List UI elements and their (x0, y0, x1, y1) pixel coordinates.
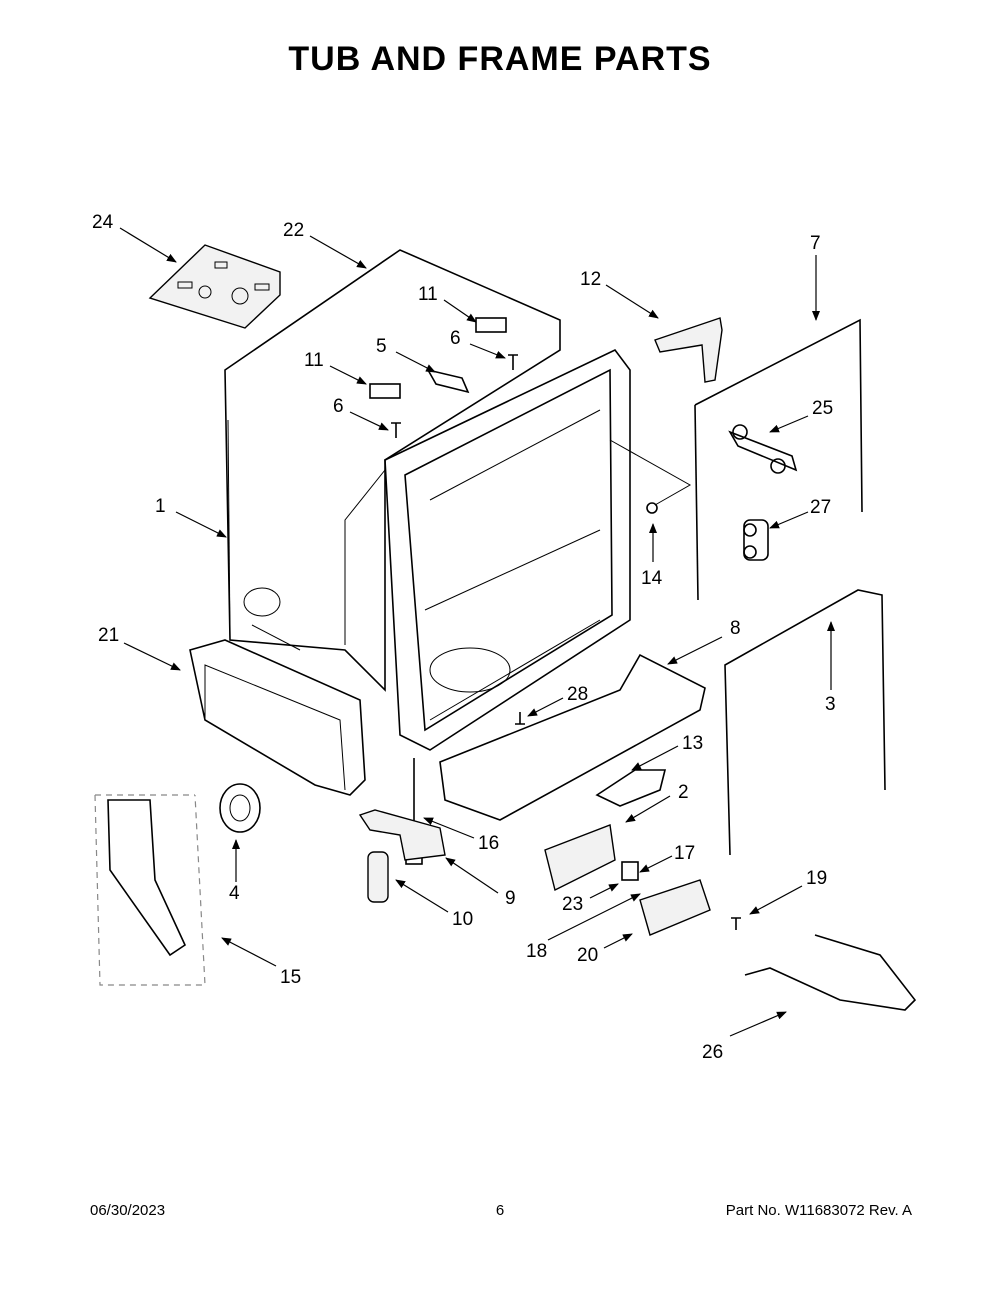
side-panel (94, 794, 206, 986)
callout-24: 24 (92, 212, 114, 233)
callout-6-lower: 6 (333, 396, 344, 417)
callout-2: 2 (678, 782, 689, 803)
callout-4: 4 (229, 883, 240, 904)
callout-11-lower: 11 (304, 350, 324, 371)
callout-14: 14 (641, 568, 663, 589)
callout-11-upper: 11 (418, 284, 438, 305)
callout-19: 19 (806, 868, 827, 889)
callout-6-upper: 6 (450, 328, 461, 349)
leader-arrows (119, 227, 835, 1037)
door-gasket (694, 318, 863, 513)
rack-roller-assembly (728, 424, 798, 474)
plug-wire (609, 439, 692, 506)
rack-roller (743, 519, 769, 561)
base (439, 653, 706, 821)
hose-cylinder (367, 851, 389, 903)
callout-15: 15 (280, 967, 301, 988)
footer-part-number: Part No. W11683072 Rev. A (725, 1202, 912, 1219)
hinge-bracket (426, 368, 470, 394)
callout-5: 5 (376, 336, 387, 357)
screw-19 (731, 917, 741, 930)
callout-27: 27 (810, 497, 831, 518)
callout-17: 17 (674, 843, 695, 864)
plug (646, 502, 658, 514)
pump-impeller (219, 783, 261, 833)
base-bracket-13 (595, 769, 667, 807)
control-module (544, 824, 616, 892)
wire-harness (744, 934, 917, 1011)
callout-25: 25 (812, 398, 833, 419)
vent-cover (654, 317, 723, 383)
bracket-upper (475, 317, 507, 333)
drain-cup (358, 809, 446, 861)
switch-17 (621, 861, 639, 881)
door-gasket-side (694, 404, 699, 601)
callout-18: 18 (526, 941, 547, 962)
callout-20: 20 (577, 945, 598, 966)
callout-23: 23 (562, 894, 583, 915)
screw-lower (391, 422, 401, 438)
footer-page-number: 6 (495, 1202, 505, 1219)
page-title: TUB AND FRAME PARTS (288, 40, 712, 78)
callout-26: 26 (702, 1042, 723, 1063)
callout-28: 28 (567, 684, 588, 705)
callout-9: 9 (505, 888, 516, 909)
callout-12: 12 (580, 269, 601, 290)
callout-16: 16 (478, 833, 499, 854)
bracket-lower (369, 383, 401, 399)
screw-upper (508, 354, 518, 370)
callout-3: 3 (825, 694, 836, 715)
callout-10: 10 (452, 909, 473, 930)
callout-labels: 24 22 11 12 7 5 6 11 6 25 1 27 14 21 8 3… (92, 212, 836, 1063)
screw-28 (515, 712, 525, 725)
front-base-panel (189, 639, 366, 796)
callout-22: 22 (283, 220, 304, 241)
callout-7: 7 (810, 233, 821, 254)
callout-8: 8 (730, 618, 741, 639)
side-gasket (724, 589, 886, 856)
footer-date: 06/30/2023 (90, 1202, 166, 1219)
control-box (639, 879, 711, 936)
tub-assembly (224, 249, 631, 751)
hardware-kit-bag (148, 244, 281, 329)
callout-13: 13 (682, 733, 703, 754)
callout-1: 1 (155, 496, 166, 517)
callout-21: 21 (98, 625, 119, 646)
